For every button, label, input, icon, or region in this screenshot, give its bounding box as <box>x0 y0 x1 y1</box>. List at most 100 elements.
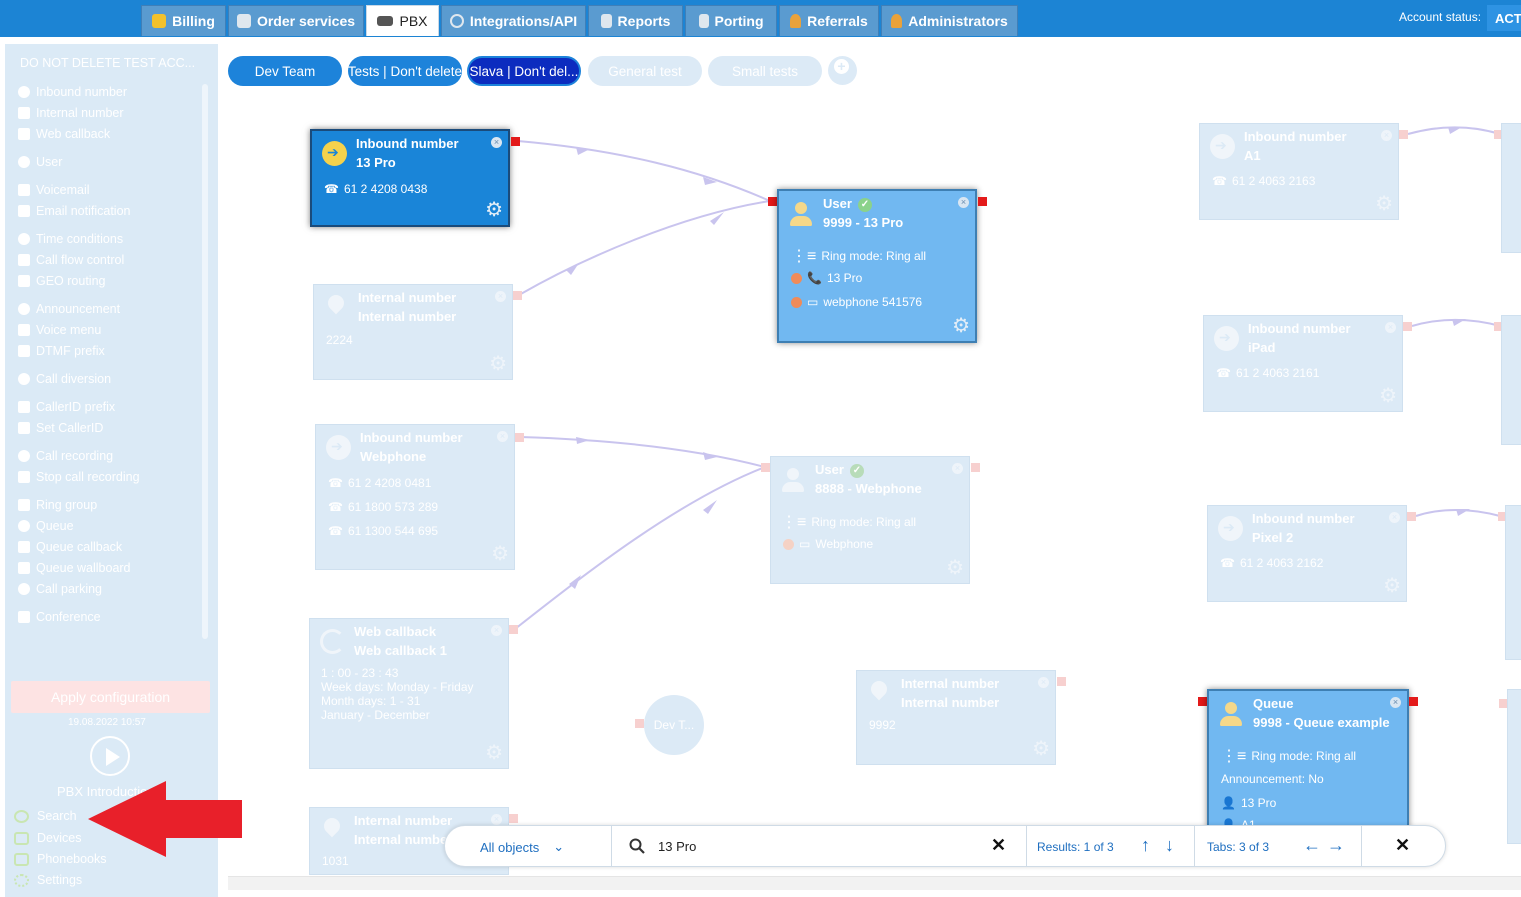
tab-billing[interactable]: Billing <box>141 5 226 36</box>
canvas-tab-small-tests[interactable]: Small tests <box>708 56 822 86</box>
sidebar-item-call-diversion[interactable]: Call diversion <box>18 372 111 386</box>
search-input[interactable]: 13 Pro <box>658 839 697 854</box>
node-user-9999[interactable]: User✓9999 - 13 Pro × ⋮≡Ring mode: Ring a… <box>777 189 977 343</box>
sidebar-item-set-callerid[interactable]: Set CallerID <box>18 421 103 435</box>
output-port[interactable] <box>509 625 518 634</box>
node-offscreen-3[interactable] <box>1505 505 1521 660</box>
sidebar-item-announcement[interactable]: Announcement <box>18 302 120 316</box>
sidebar-item-stop-call-recording[interactable]: Stop call recording <box>18 470 140 484</box>
sidebar-item-dtmf-prefix[interactable]: DTMF prefix <box>18 344 105 358</box>
output-port[interactable] <box>511 137 520 146</box>
canvas-tab-general-test[interactable]: General test <box>588 56 702 86</box>
close-icon[interactable]: × <box>1038 677 1049 688</box>
output-port[interactable] <box>509 814 518 823</box>
node-offscreen-1[interactable] <box>1501 123 1521 253</box>
node-offscreen-2[interactable] <box>1501 315 1521 445</box>
gear-icon[interactable]: ⚙ <box>946 557 964 579</box>
tab-porting[interactable]: Porting <box>685 5 777 36</box>
clear-search-icon[interactable]: ✕ <box>991 835 1007 855</box>
sidebar-item-queue[interactable]: Queue <box>18 519 74 533</box>
canvas-tab-tests[interactable]: Tests | Don't delete <box>348 56 462 86</box>
canvas-tab-dev-team[interactable]: Dev Team <box>228 56 342 86</box>
gear-icon[interactable]: ⚙ <box>1379 385 1397 407</box>
sidebar-item-queue-callback[interactable]: Queue callback <box>18 540 122 554</box>
sidebar-search[interactable]: Search <box>14 809 77 823</box>
gear-icon[interactable]: ⚙ <box>485 199 503 221</box>
input-port[interactable] <box>1494 130 1503 139</box>
pbx-introduction-link[interactable]: PBX Introduction <box>57 784 155 799</box>
close-icon[interactable]: × <box>1385 322 1396 333</box>
sidebar-item-geo-routing[interactable]: GEO routing <box>18 274 105 288</box>
sidebar-item-queue-wallboard[interactable]: Queue wallboard <box>18 561 131 575</box>
gear-icon[interactable]: ⚙ <box>489 353 507 375</box>
gear-icon[interactable]: ⚙ <box>485 742 503 764</box>
apply-configuration-button[interactable]: Apply configuration <box>11 681 210 713</box>
close-icon[interactable]: × <box>497 431 508 442</box>
close-icon[interactable]: × <box>1381 130 1392 141</box>
gear-icon[interactable]: ⚙ <box>1383 575 1401 597</box>
sidebar-item-email-notification[interactable]: Email notification <box>18 204 131 218</box>
input-port[interactable] <box>1498 512 1507 521</box>
arrow-left-icon[interactable]: ← <box>1303 835 1321 855</box>
input-port[interactable] <box>768 197 777 206</box>
horizontal-scrollbar[interactable] <box>228 876 1521 890</box>
tab-integrations-api[interactable]: Integrations/API <box>441 5 586 36</box>
tab-order-services[interactable]: Order services <box>228 5 364 36</box>
output-port[interactable] <box>1399 130 1408 139</box>
input-port[interactable] <box>1499 699 1508 708</box>
sidebar-scrollbar[interactable] <box>202 84 208 639</box>
canvas-tab-slava[interactable]: Slava | Don't del... <box>467 56 581 86</box>
input-port[interactable] <box>761 463 770 472</box>
input-port[interactable] <box>1198 697 1207 706</box>
sidebar-item-voice-menu[interactable]: Voice menu <box>18 323 101 337</box>
output-port[interactable] <box>1409 697 1418 706</box>
gear-icon[interactable]: ⚙ <box>491 543 509 565</box>
sidebar-item-conference[interactable]: Conference <box>18 610 101 624</box>
sidebar-item-ring-group[interactable]: Ring group <box>18 498 97 512</box>
close-icon[interactable]: × <box>958 197 969 208</box>
arrow-up-icon[interactable]: ↑ <box>1141 835 1150 855</box>
arrow-down-icon[interactable]: ↓ <box>1165 835 1174 855</box>
sidebar-item-callerid-prefix[interactable]: CallerID prefix <box>18 400 115 414</box>
sidebar-item-user[interactable]: User <box>18 155 62 169</box>
sidebar-item-inbound-number[interactable]: Inbound number <box>18 85 127 99</box>
close-icon[interactable]: × <box>1389 512 1400 523</box>
arrow-right-icon[interactable]: → <box>1327 835 1345 855</box>
node-user-8888[interactable]: User✓8888 - Webphone × ⋮≡Ring mode: Ring… <box>770 456 970 584</box>
tab-referrals[interactable]: Referrals <box>779 5 879 36</box>
tab-reports[interactable]: Reports <box>588 5 683 36</box>
output-port[interactable] <box>971 463 980 472</box>
output-port[interactable] <box>1407 512 1416 521</box>
output-port[interactable] <box>1057 677 1066 686</box>
sidebar-devices[interactable]: Devices <box>14 831 81 845</box>
node-dev-team-link[interactable]: Dev T... <box>644 695 704 755</box>
sidebar-settings[interactable]: Settings <box>14 873 82 887</box>
output-port[interactable] <box>513 291 522 300</box>
sidebar-item-time-conditions[interactable]: Time conditions <box>18 232 123 246</box>
tab-administrators[interactable]: Administrators <box>881 5 1018 36</box>
add-tab-icon[interactable] <box>828 56 857 85</box>
sidebar-item-call-flow-control[interactable]: Call flow control <box>18 253 124 267</box>
gear-icon[interactable]: ⚙ <box>952 315 970 337</box>
close-icon[interactable]: × <box>495 291 506 302</box>
close-search-icon[interactable]: ✕ <box>1395 835 1411 855</box>
close-icon[interactable]: × <box>491 137 502 148</box>
account-status-badge[interactable]: ACTIVE <box>1487 5 1521 31</box>
close-icon[interactable]: × <box>1390 697 1401 708</box>
gear-icon[interactable]: ⚙ <box>1032 738 1050 760</box>
output-port[interactable] <box>1403 322 1412 331</box>
sidebar-phonebooks[interactable]: Phonebooks <box>14 852 107 866</box>
play-icon[interactable] <box>90 736 130 776</box>
close-icon[interactable]: × <box>952 463 963 474</box>
node-offscreen-4[interactable] <box>1507 689 1521 844</box>
sidebar-item-call-parking[interactable]: Call parking <box>18 582 102 596</box>
output-port[interactable] <box>978 197 987 206</box>
